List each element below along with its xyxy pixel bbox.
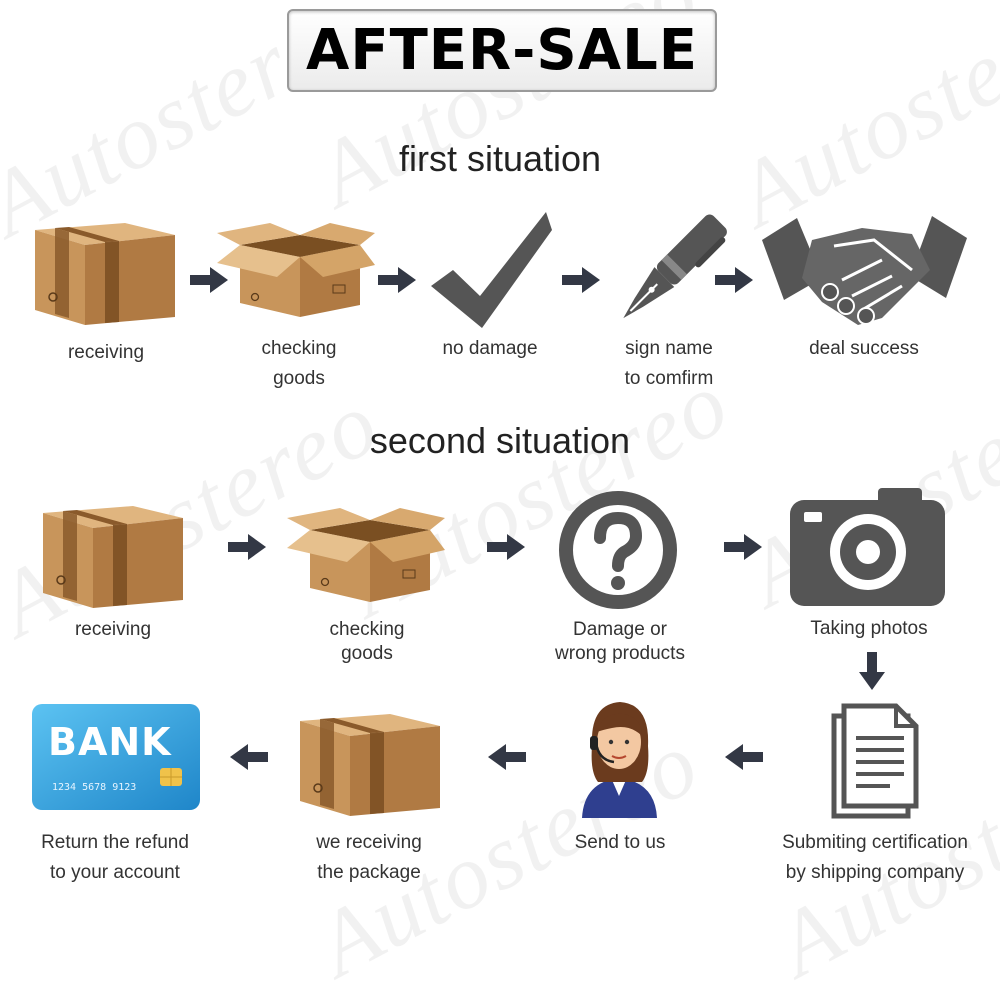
first-step-sign-label: sign name to comfirm xyxy=(624,338,714,389)
question-icon xyxy=(556,488,681,613)
first-step-receiving-icon xyxy=(25,205,185,335)
first-step-checking-label: checking goods xyxy=(261,338,337,389)
handshake-icon xyxy=(762,210,967,330)
return-step-refund-label: Return the refund to your account xyxy=(41,832,189,883)
second-step-checking-label: checking goods xyxy=(329,619,405,664)
second-step-damage-label: Damage or wrong products xyxy=(555,619,685,664)
second-step-receiving-icon xyxy=(33,488,193,618)
arrow-left-icon xyxy=(488,744,526,770)
arrow-right-icon xyxy=(562,267,600,293)
page-title: AFTER-SALE xyxy=(305,18,699,83)
document-icon xyxy=(830,702,920,820)
first-step-checking-icon xyxy=(215,205,380,330)
arrow-right-icon xyxy=(378,267,416,293)
second-step-photos-label: Taking photos xyxy=(810,618,928,639)
arrow-right-icon xyxy=(715,267,753,293)
return-step-package-label: we receiving the package xyxy=(316,832,422,883)
checkmark-icon xyxy=(428,208,553,330)
first-step-deal-label: deal success xyxy=(809,338,919,359)
return-step-certification-label: Submiting certification by shipping comp… xyxy=(782,832,968,883)
bank-card-icon: BANK 1234 5678 9123 xyxy=(32,704,200,810)
pen-icon xyxy=(605,205,735,335)
first-step-receiving-label: receiving xyxy=(67,342,145,363)
customer-service-icon xyxy=(572,698,667,818)
arrow-down-icon xyxy=(859,652,885,690)
arrow-right-icon xyxy=(724,534,762,560)
bank-card-number: 1234 5678 9123 xyxy=(52,782,137,793)
arrow-left-icon xyxy=(230,744,268,770)
camera-icon xyxy=(790,488,945,606)
second-step-checking-icon xyxy=(285,490,450,615)
return-step-send-label: Send to us xyxy=(574,832,666,853)
return-step-package-icon xyxy=(290,696,450,826)
arrow-right-icon xyxy=(487,534,525,560)
section-heading-first: first situation xyxy=(398,138,602,179)
second-step-receiving-label: receiving xyxy=(74,619,152,640)
first-step-no-damage-label: no damage xyxy=(442,338,538,359)
section-heading-second: second situation xyxy=(369,420,631,461)
title-banner: AFTER-SALE xyxy=(287,9,717,92)
arrow-left-icon xyxy=(725,744,763,770)
bank-card-brand: BANK xyxy=(48,720,172,764)
arrow-right-icon xyxy=(228,534,266,560)
